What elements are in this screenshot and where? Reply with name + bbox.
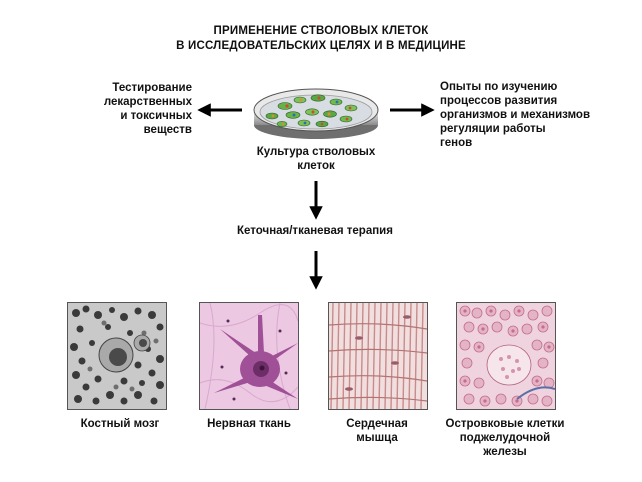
pancreatic-islet-image: [456, 302, 556, 410]
pancreatic-islets-label-line: Островковые клетки: [445, 418, 565, 430]
therapy-label: Кеточная/тканевая терапия: [237, 225, 393, 237]
pancreatic-islets-label-line: железы: [483, 446, 527, 458]
nerve-tissue-label-line: Нервная ткань: [207, 418, 291, 430]
cardiac-muscle-label-line: мышца: [356, 432, 398, 444]
drug-testing-label: Тестирование лекарственных и токсичных в…: [90, 81, 192, 137]
drug-testing-line: и токсичных: [120, 110, 192, 122]
title-line-1: ПРИМЕНЕНИЕ СТВОЛОВЫХ КЛЕТОК: [213, 25, 429, 37]
stem-cell-colony-icon: [265, 94, 358, 128]
development-research-line: регуляции работы: [440, 123, 546, 135]
title-line-2: В ИССЛЕДОВАТЕЛЬСКИХ ЦЕЛЯХ И В МЕДИЦИНЕ: [176, 40, 466, 52]
cardiac-muscle-image: [328, 302, 428, 410]
bone-marrow-micrograph: [68, 303, 166, 409]
development-research-label: Опыты по изучению процессов развития орг…: [440, 80, 610, 150]
pancreatic-islets-label-line: поджелудочной: [459, 432, 551, 444]
petri-dish-icon: [253, 88, 379, 139]
cardiac-muscle-label-line: Сердечная: [346, 418, 408, 430]
bone-marrow-label-line: Костный мозг: [80, 418, 160, 430]
pancreatic-islets-label: Островковые клетки поджелудочной железы: [430, 417, 580, 459]
development-research-line: процессов развития: [440, 95, 558, 107]
drug-testing-line: веществ: [143, 124, 192, 136]
bone-marrow-image: [67, 302, 167, 410]
development-research-line: генов: [440, 137, 473, 149]
drug-testing-line: Тестирование: [112, 82, 192, 94]
neuron-image: [199, 302, 299, 410]
drug-testing-line: лекарственных: [103, 96, 192, 108]
development-research-line: Опыты по изучению: [440, 81, 558, 93]
neuron-micrograph: [200, 303, 298, 409]
pancreatic-islet-micrograph: [457, 303, 555, 409]
culture-label-line: клеток: [297, 160, 335, 172]
culture-label: Культура стволовых клеток: [226, 145, 406, 173]
development-research-line: организмов и механизмов: [440, 109, 591, 121]
cardiac-muscle-micrograph: [329, 303, 427, 409]
diagram-title: ПРИМЕНЕНИЕ СТВОЛОВЫХ КЛЕТОК В ИССЛЕДОВАТ…: [0, 24, 642, 54]
bone-marrow-label: Костный мозг: [45, 417, 195, 431]
nerve-tissue-label: Нервная ткань: [174, 417, 324, 431]
cardiac-muscle-label: Сердечная мышца: [302, 417, 452, 445]
culture-label-line: Культура стволовых: [256, 146, 376, 158]
